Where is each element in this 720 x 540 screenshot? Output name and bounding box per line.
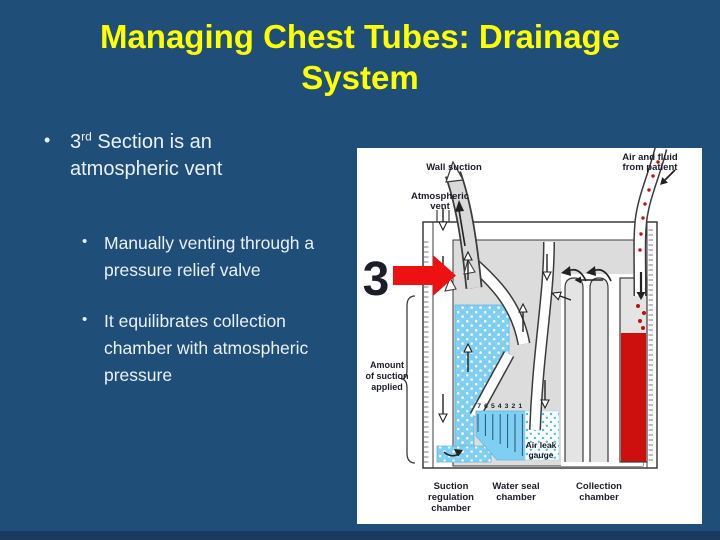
collected-fluid [621, 333, 646, 462]
bullet-marker: • [82, 311, 88, 328]
amount-label: Amount [370, 360, 404, 370]
sub-bullet-text: Manually venting through a pressure reli… [104, 233, 315, 280]
amount-label-3: applied [371, 382, 403, 392]
slide-title-text: Managing Chest Tubes: Drainage System [99, 18, 621, 96]
bullet-text: 3rd Section is an atmospheric vent [70, 129, 280, 183]
slide-title: Managing Chest Tubes: Drainage System [0, 16, 720, 98]
blood-droplets [636, 160, 660, 330]
water-seal-tube [529, 241, 555, 431]
drainage-system-diagram: Wall suction Atmospheric vent Air and fl… [357, 148, 702, 524]
air-fluid-label-2: from patient [623, 162, 679, 173]
bullet-marker: • [44, 130, 51, 150]
diagram-svg: Wall suction Atmospheric vent Air and fl… [363, 148, 679, 514]
callout-number: 3 [363, 253, 390, 306]
amount-label-2: of suction [366, 371, 409, 381]
bullet-marker: • [82, 233, 88, 250]
bullet-rest-text: Section is an atmospheric vent [70, 131, 223, 180]
collection-chamber-label-2: chamber [579, 492, 619, 503]
bullet-number: 3 [70, 131, 82, 153]
air-leak-gauge-label: Air leak [526, 440, 557, 450]
air-fluid-label: Air and fluid [622, 152, 678, 163]
gauge-numbers: 7 6 5 4 3 2 1 [477, 403, 523, 410]
wall-suction-tube [444, 160, 483, 289]
sub-bullet-equilibrates: • It equilibrates collection chamber wit… [82, 308, 352, 389]
suction-chamber-label: Suction [434, 481, 469, 492]
suction-chamber-label-3: chamber [431, 503, 471, 514]
collection-columns [564, 277, 648, 463]
slide-bottom-strip [0, 531, 720, 540]
bullet-atmospheric-vent: • 3rd Section is an atmospheric vent [40, 129, 290, 183]
water-seal-label-2: chamber [496, 492, 536, 503]
atmospheric-vent-channel [436, 210, 450, 222]
wall-suction-label: Wall suction [426, 162, 482, 173]
air-leak-gauge-label-2: gauge [528, 450, 553, 460]
red-callout-arrow-icon [393, 255, 456, 296]
suction-amount-brace [400, 295, 416, 464]
sub-bullet-manual-venting: • Manually venting through a pressure re… [82, 230, 352, 284]
water-seal-label: Water seal [492, 481, 539, 492]
sub-bullet-text: It equilibrates collection chamber with … [104, 311, 309, 385]
atmospheric-vent-label-2: vent [430, 201, 450, 212]
patient-tube [633, 148, 668, 297]
bullet-ordinal-suffix: rd [81, 129, 92, 144]
collection-scale-ticks [648, 229, 653, 461]
suction-chamber-label-2: regulation [428, 492, 474, 503]
collection-chamber-label: Collection [576, 481, 622, 492]
atmospheric-vent-label: Atmospheric [411, 191, 469, 202]
